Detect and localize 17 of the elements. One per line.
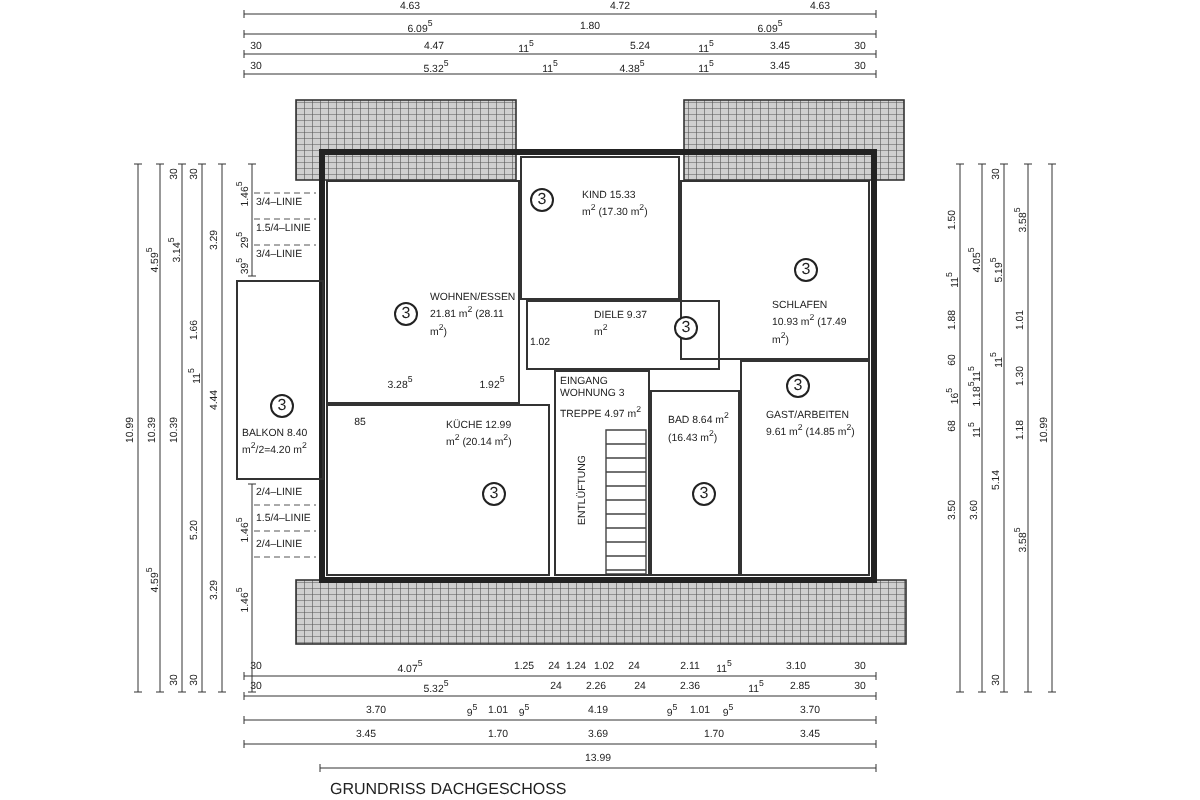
plan-title: GRUNDRISS DACHGESCHOSS xyxy=(330,780,567,798)
room-number-circle: 3 xyxy=(482,482,506,506)
room-number-circle: 3 xyxy=(794,258,818,282)
room-outline xyxy=(740,360,870,576)
room-outline xyxy=(326,180,520,404)
room-number-circle: 3 xyxy=(530,188,554,212)
room-outline xyxy=(650,390,740,576)
room-outline xyxy=(236,280,324,480)
room-number-circle: 3 xyxy=(786,374,810,398)
room-outline xyxy=(526,300,720,370)
room-number-circle: 3 xyxy=(394,302,418,326)
room-number-circle: 3 xyxy=(270,394,294,418)
room-number-circle: 3 xyxy=(692,482,716,506)
room-number-circle: 3 xyxy=(674,316,698,340)
room-outline xyxy=(554,370,650,576)
room-outline xyxy=(520,156,680,300)
room-outline xyxy=(326,404,550,576)
